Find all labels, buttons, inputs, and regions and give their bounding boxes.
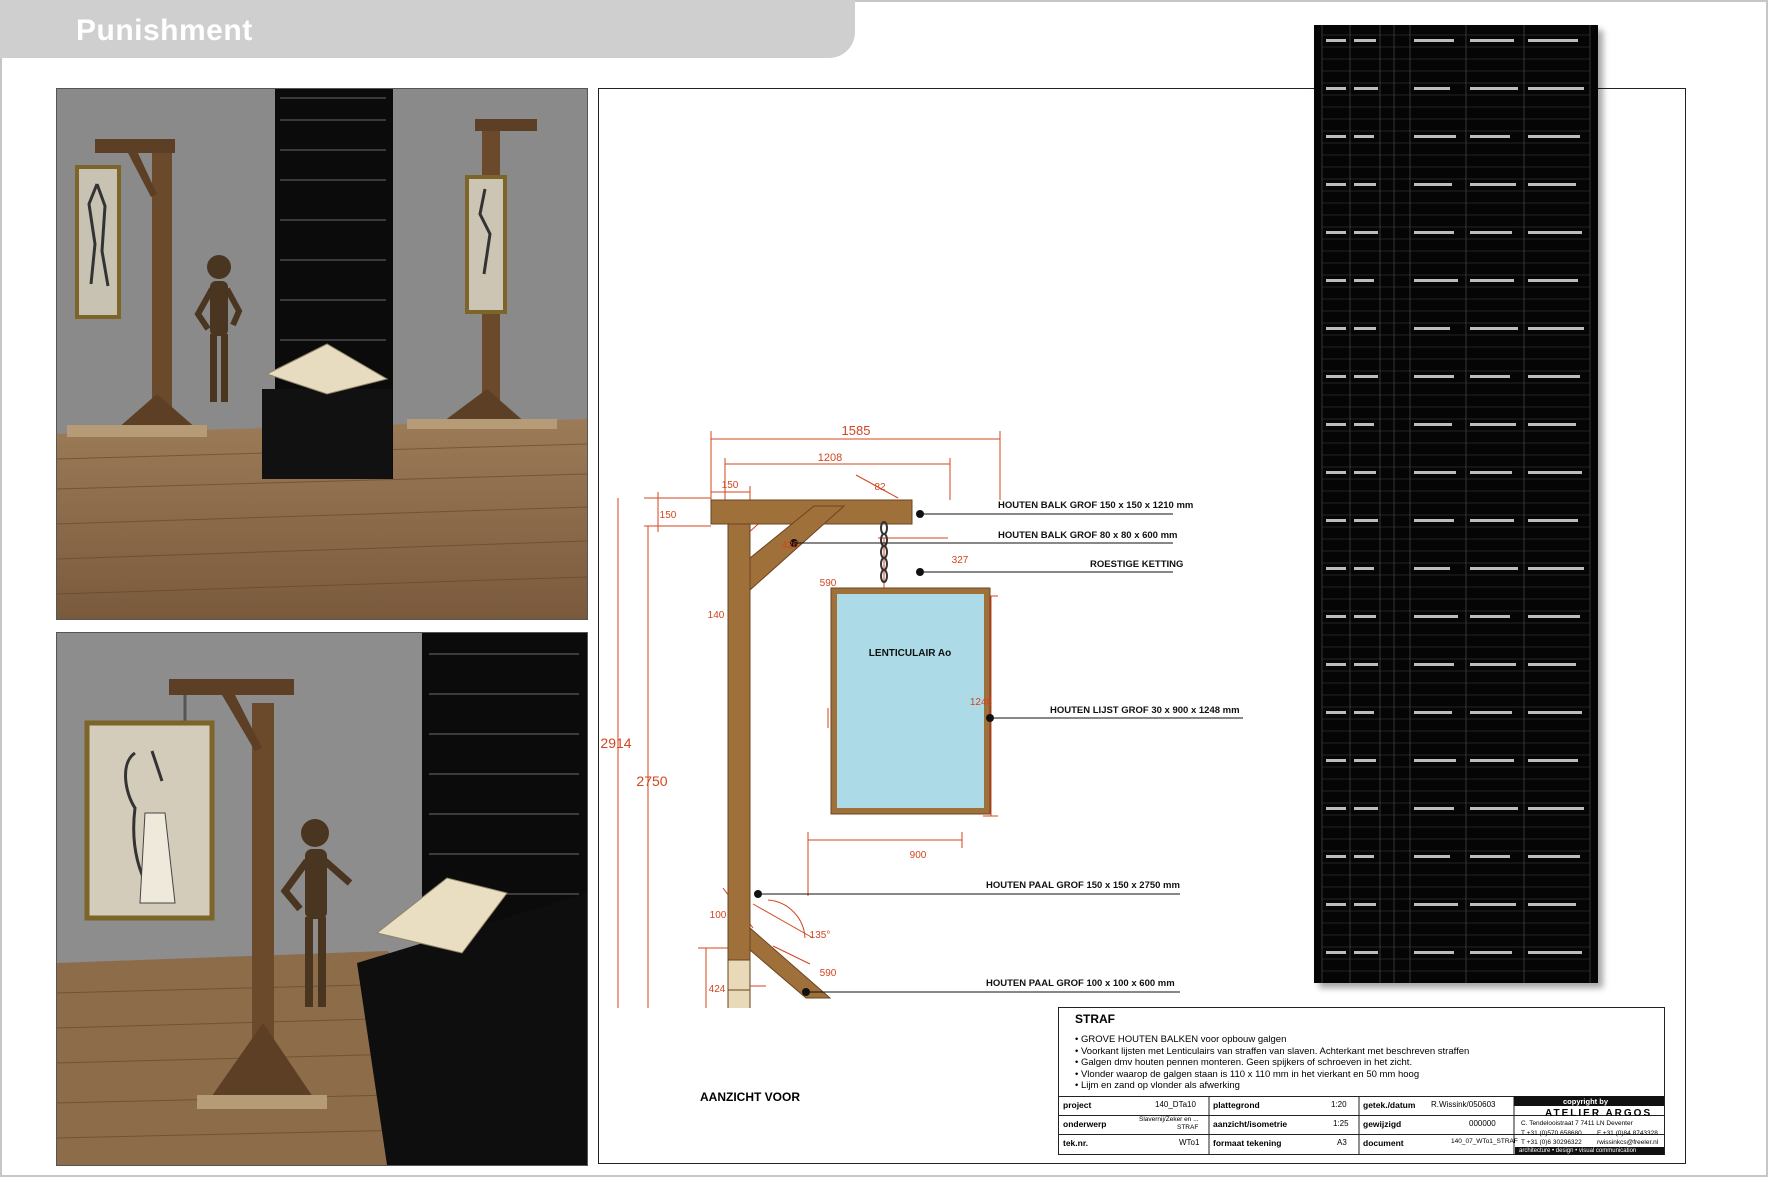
company-name: ATELIER ARGOS — [1545, 1108, 1653, 1119]
title-block-title: STRAF — [1075, 1012, 1115, 1026]
callout-3: ROESTIGE KETTING — [1090, 559, 1183, 570]
dim-foot-height: 424 — [709, 984, 726, 995]
dim-total-width: 1585 — [842, 423, 871, 438]
punishment-records-strip — [1314, 25, 1598, 983]
project-label: project — [1063, 1100, 1092, 1110]
page-header-tab: Punishment — [0, 0, 855, 58]
plan-label: plattegrond — [1213, 1100, 1260, 1110]
plan-value: 1:20 — [1331, 1100, 1347, 1109]
document-value: 140_07_WTo1_STRAF — [1451, 1138, 1518, 1145]
records-table-graphic — [1321, 25, 1591, 983]
subject-value: Slavernij/Zeker en ... — [1139, 1116, 1199, 1123]
document-label: document — [1363, 1138, 1404, 1148]
drawing-no-label: tek.nr. — [1063, 1138, 1089, 1148]
drawn-value: R.Wissink/050603 — [1431, 1100, 1496, 1109]
page-title: Punishment — [76, 14, 253, 47]
project-value: 140_DTa10 — [1155, 1100, 1196, 1109]
dim-total-height: 2914 — [600, 735, 631, 751]
panel-label: LENTICULAIR Ao — [869, 648, 951, 659]
drawn-label: getek./datum — [1363, 1100, 1416, 1110]
dim-chain-len: 327 — [952, 555, 969, 566]
format-label: formaat tekening — [1213, 1138, 1282, 1148]
company-tel-2: T +31 (0)6 30296322 — [1521, 1139, 1582, 1146]
company-email: rwissinkcs@freeler.nl — [1597, 1139, 1659, 1146]
company-fax: F +31 (0)84 8743328 — [1597, 1130, 1658, 1137]
dim-beam-height: 150 — [660, 510, 677, 521]
company-tel: T +31 (0)570 658680 — [1521, 1130, 1582, 1137]
copyright: copyright by — [1563, 1097, 1609, 1106]
format-value: A3 — [1337, 1138, 1347, 1147]
render-top — [56, 88, 588, 620]
callout-1: HOUTEN BALK GROF 150 x 150 x 1210 mm — [998, 500, 1193, 511]
dim-frame-height: 1248 — [970, 697, 993, 708]
note-item: Galgen dmv houten pennen monteren. Geen … — [1075, 1057, 1635, 1069]
dim-foot-100: 100 — [710, 910, 727, 921]
changed-label: gewijzigd — [1363, 1119, 1402, 1129]
callout-2: HOUTEN BALK GROF 80 x 80 x 600 mm — [998, 530, 1178, 541]
title-block: STRAF GROVE HOUTEN BALKEN voor opbouw ga… — [1058, 1007, 1665, 1155]
dim-brace-diag-bottom: 590 — [820, 968, 837, 979]
callout-4: HOUTEN LIJST GROF 30 x 900 x 1248 mm — [1050, 705, 1240, 716]
note-item: Vlonder waarop de galgen staan is 110 x … — [1075, 1069, 1635, 1081]
dim-frame-width: 900 — [910, 850, 927, 861]
company-tagline: architecture • design • visual communica… — [1515, 1147, 1664, 1155]
company-address: C. Tendelooistraat 7 7411 LN Deventer — [1521, 1120, 1633, 1127]
note-item: GROVE HOUTEN BALKEN voor opbouw galgen — [1075, 1034, 1635, 1046]
dim-beam-width: 1208 — [818, 452, 842, 464]
subject-label: onderwerp — [1063, 1119, 1107, 1129]
dim-brace-diag-top: 590 — [820, 578, 837, 589]
elevation-label: aanzicht/isometrie — [1213, 1119, 1288, 1129]
subject-value-2: STRAF — [1177, 1124, 1199, 1131]
dim-angle: 135° — [810, 930, 831, 941]
view-label: AANZICHT VOOR — [700, 1090, 800, 1104]
gallows-elevation-drawing: LENTICULAIR Ao HOUTEN BALK GROF 150 x 15… — [600, 423, 1243, 1008]
drawing-no-value: WTo1 — [1179, 1138, 1200, 1147]
changed-value: 000000 — [1469, 1119, 1496, 1128]
render-top-image — [57, 89, 587, 619]
callout-5: HOUTEN PAAL GROF 150 x 150 x 2750 mm — [986, 880, 1180, 891]
dim-beam-end: 150 — [722, 480, 739, 491]
render-bottom-image — [57, 633, 587, 1165]
render-bottom — [56, 632, 588, 1166]
dim-brace-offset: 82 — [874, 482, 886, 493]
callout-6: HOUTEN PAAL GROF 100 x 100 x 600 mm — [986, 978, 1175, 989]
title-block-grid — [1059, 1096, 1664, 1154]
note-item: Lijm en zand op vlonder als afwerking — [1075, 1080, 1635, 1092]
note-item: Voorkant lijsten met Lenticulairs van st… — [1075, 1046, 1635, 1058]
dim-post-height: 2750 — [636, 773, 667, 789]
dim-brace-len-top: 426 — [782, 540, 799, 551]
dim-post-width: 140 — [708, 610, 725, 621]
title-block-notes: GROVE HOUTEN BALKEN voor opbouw galgen V… — [1075, 1034, 1635, 1092]
elevation-value: 1:25 — [1333, 1119, 1349, 1128]
